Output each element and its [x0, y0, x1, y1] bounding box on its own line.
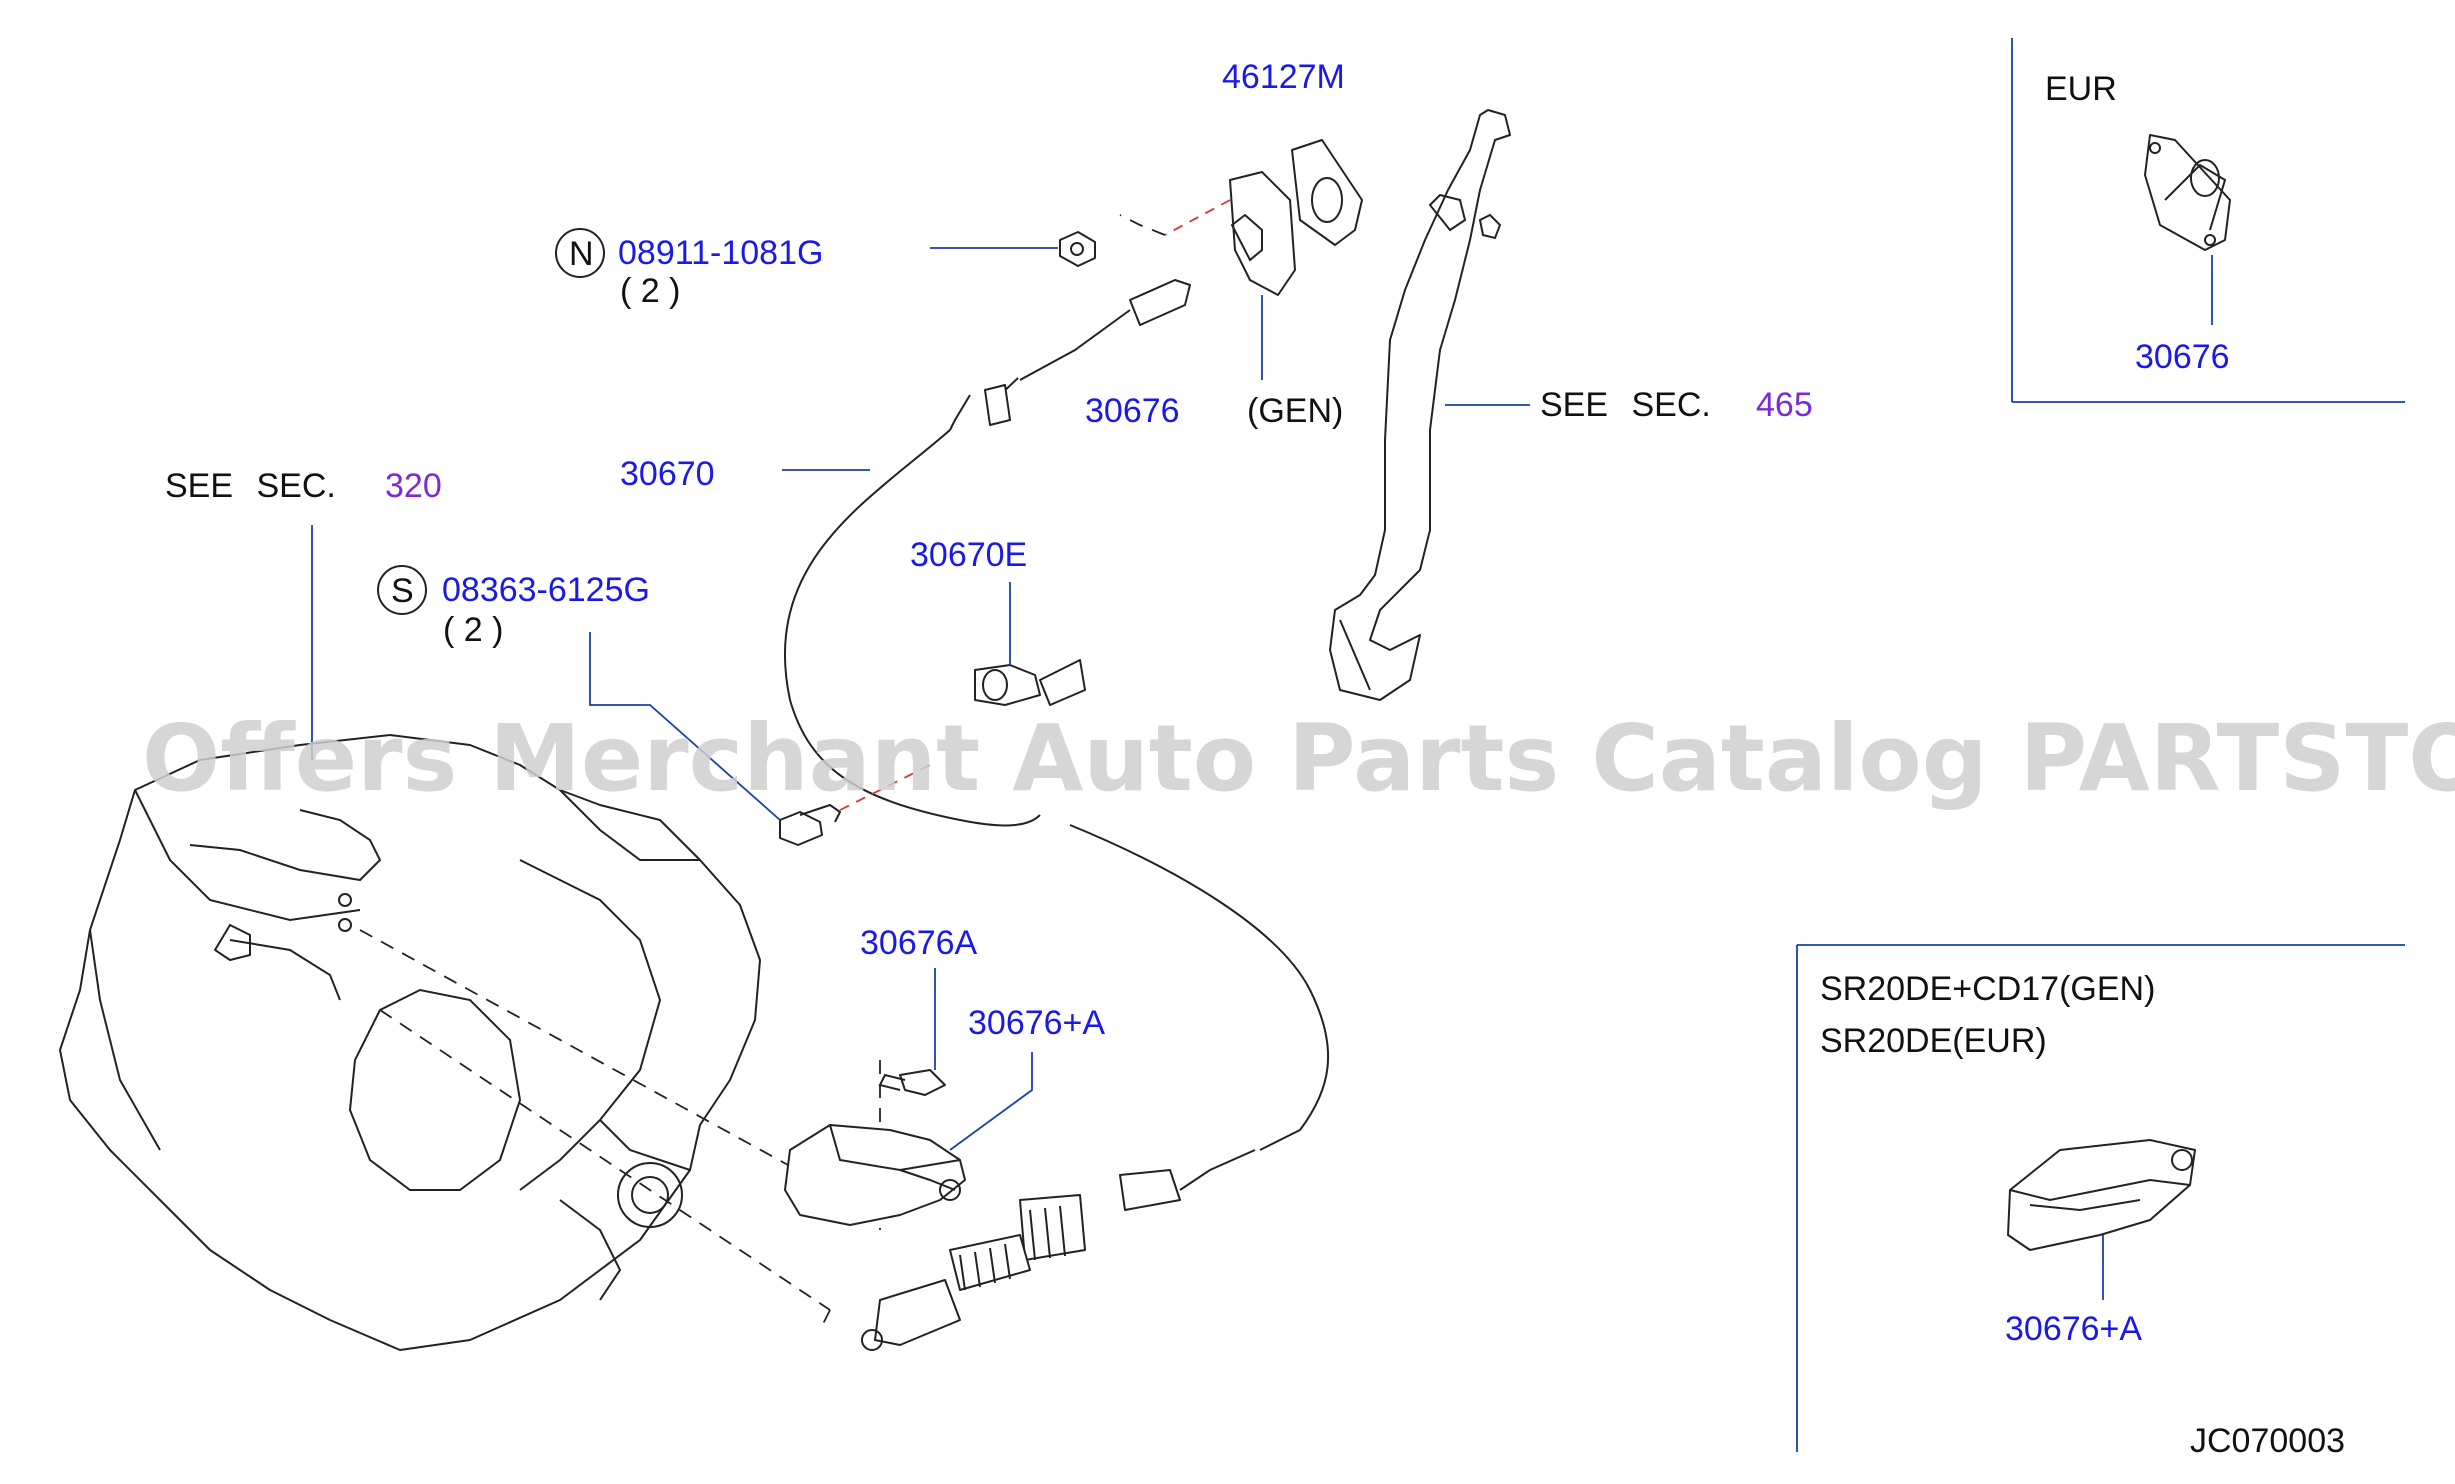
- bolt-symbol-circle: [377, 565, 427, 615]
- label-see-sec-465: SEE SEC.: [1540, 386, 1711, 424]
- label-nut-qty: ( 2 ): [620, 272, 680, 310]
- label-gen: (GEN): [1247, 392, 1343, 430]
- watermark: Offers Merchant Auto Parts Catalog PARTS…: [142, 705, 2455, 812]
- assembly-line-1: [359, 929, 871, 1211]
- release-fork: [784, 1124, 966, 1226]
- clutch-cable: [784, 279, 1330, 1351]
- label-30670e[interactable]: 30670E: [910, 536, 1027, 574]
- inset-engine-part[interactable]: 30676+A: [2005, 1310, 2142, 1348]
- label-30676a[interactable]: 30676A: [860, 924, 978, 962]
- transmission-housing: [59, 734, 761, 1351]
- label-bolt-symbol: S: [391, 572, 414, 610]
- label-46127m[interactable]: 46127M: [1222, 58, 1345, 96]
- label-sec320[interactable]: 320: [385, 467, 442, 505]
- eur-cylinder: [2144, 134, 2231, 251]
- label-30670[interactable]: 30670: [620, 455, 715, 493]
- inset-eur-frame: [2011, 38, 2405, 403]
- nut-symbol-circle: [555, 228, 605, 278]
- assembly-line-4: [819, 1309, 831, 1331]
- label-bolt-number[interactable]: 08363-6125G: [442, 571, 650, 609]
- dash-nut: [1119, 214, 1166, 236]
- inset-eur-part[interactable]: 30676: [2135, 338, 2230, 376]
- label-see-sec-320: SEE SEC.: [165, 467, 336, 505]
- inset-eur-title: EUR: [2045, 70, 2117, 108]
- assembly-line-2: [379, 1009, 831, 1311]
- label-sec465[interactable]: 465: [1756, 386, 1813, 424]
- fork-bolt: [878, 1069, 946, 1096]
- inset-engine-line2: SR20DE(EUR): [1820, 1022, 2047, 1060]
- label-nut-number[interactable]: 08911-1081G: [618, 234, 823, 272]
- cable-bracket: [974, 659, 1086, 706]
- bolt: [779, 803, 842, 846]
- clutch-pedal: [1329, 109, 1511, 701]
- label-30676[interactable]: 30676: [1085, 392, 1180, 430]
- inset-engine-frame: [1796, 944, 2405, 1452]
- nut: [1059, 231, 1096, 267]
- diagram-code: JC070003: [2190, 1422, 2345, 1460]
- master-cylinder: [1229, 139, 1363, 296]
- leader-bolt: [589, 632, 781, 821]
- inset-engine-line1: SR20DE+CD17(GEN): [1820, 970, 2155, 1008]
- label-30676pa[interactable]: 30676+A: [968, 1004, 1105, 1042]
- label-nut-symbol: N: [569, 235, 594, 273]
- leader-30676pa: [949, 1052, 1033, 1151]
- dash-cylinder-nut: [1164, 199, 1231, 236]
- label-bolt-qty: ( 2 ): [443, 611, 503, 649]
- inset-release-fork: [2007, 1139, 2196, 1251]
